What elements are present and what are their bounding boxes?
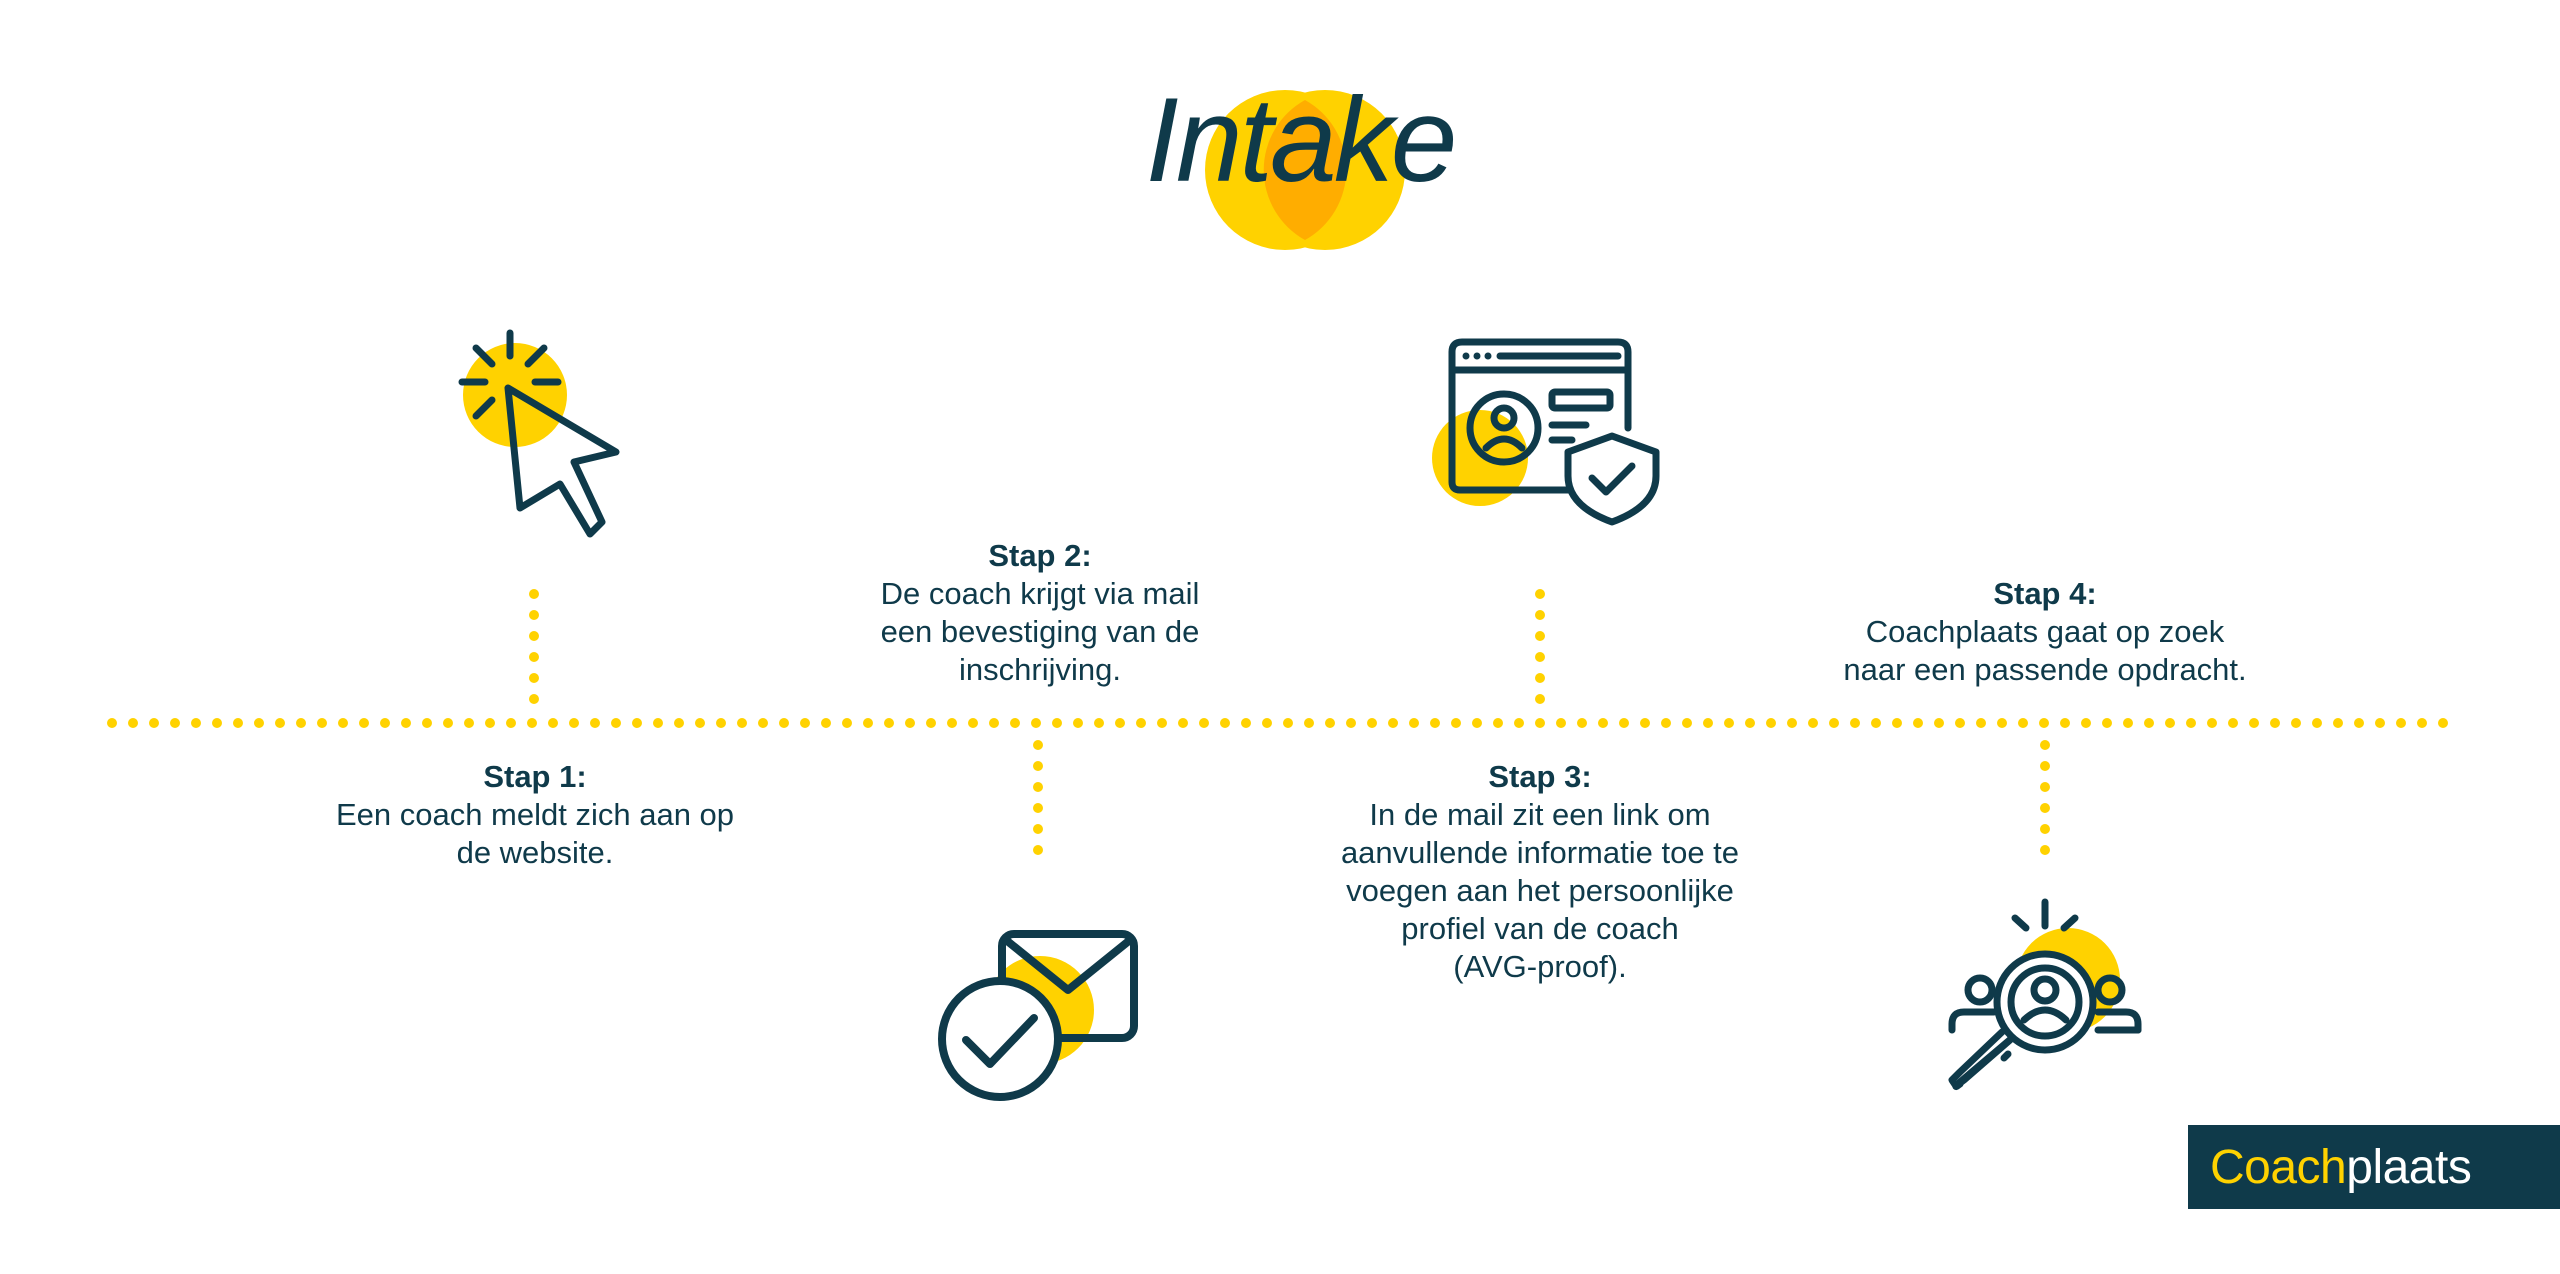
step-2-description: De coach krijgt via mail een bevestiging… [880,576,1200,687]
mail-check-icon [938,930,1138,1101]
step-3-label: Stap 3: [1488,759,1592,794]
step-2-text-block: Stap 2: De coach krijgt via mail een bev… [835,537,1245,689]
step-4-description: Coachplaats gaat op zoek naar een passen… [1843,614,2247,687]
page-title: Intake [1145,73,1458,207]
step-2-label: Stap 2: [988,538,1092,573]
step-1-label: Stap 1: [483,759,587,794]
step-1-text-block: Stap 1: Een coach meldt zich aan op de w… [300,758,770,872]
logo-text-coach: Coach [2210,1140,2347,1194]
cursor-click-icon [458,329,620,538]
step-1-description: Een coach meldt zich aan op de website. [335,797,735,870]
step-3-text-block: Stap 3: In de mail zit een link om aanvu… [1300,758,1780,986]
step-3-description: In de mail zit een link om aanvullende i… [1340,797,1740,984]
step-4-label: Stap 4: [1993,576,2097,611]
candidate-search-icon [1948,898,2142,1091]
title-circles-decoration [1205,90,1405,250]
logo-text-plaats: plaats [2346,1140,2472,1194]
secure-profile-icon [1432,338,1660,526]
step-4-text-block: Stap 4: Coachplaats gaat op zoek naar ee… [1805,575,2285,689]
